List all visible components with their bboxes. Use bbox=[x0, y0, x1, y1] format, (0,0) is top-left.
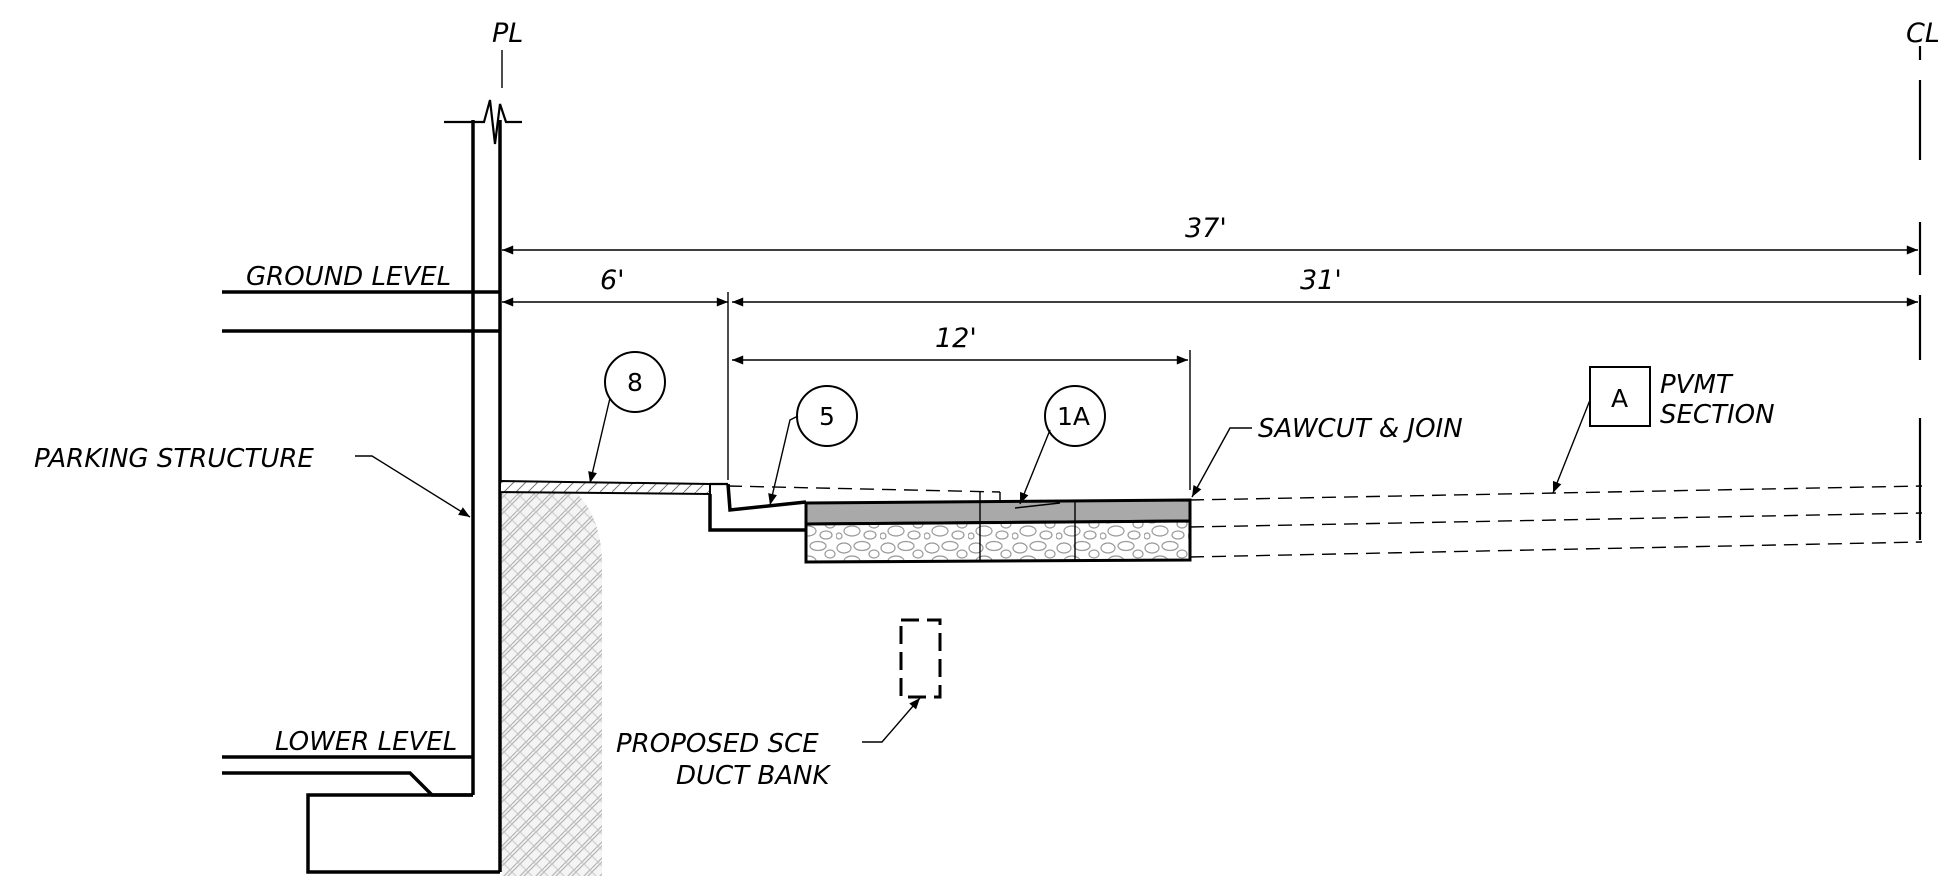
dimension-6-label: 6' bbox=[600, 265, 625, 296]
dimension-31: 31' bbox=[732, 265, 1919, 307]
section-a-callout: A bbox=[1552, 366, 1651, 494]
dimension-37-label: 37' bbox=[1185, 213, 1227, 244]
parking-structure-wall bbox=[471, 120, 502, 872]
centerline-marker: CL bbox=[1906, 18, 1938, 540]
sidewalk bbox=[499, 479, 728, 496]
dimension-12-label: 12' bbox=[935, 323, 977, 354]
centerline-symbol: CL bbox=[1906, 18, 1938, 49]
parking-structure-label: PARKING STRUCTURE bbox=[34, 444, 314, 474]
aggregate-base-layer bbox=[804, 519, 1192, 564]
pvmt-section-label-line1: PVMT bbox=[1660, 370, 1734, 400]
dimension-31-label: 31' bbox=[1300, 265, 1342, 296]
dimension-12: 12' bbox=[732, 323, 1191, 490]
dimension-37: 37' bbox=[502, 213, 1919, 255]
existing-grade-lines bbox=[727, 485, 1923, 558]
sawcut-label: SAWCUT & JOIN bbox=[1258, 414, 1463, 444]
property-line-symbol: PL bbox=[492, 18, 523, 49]
callout-8: 8 bbox=[588, 351, 666, 484]
callout-8-label: 8 bbox=[627, 368, 643, 397]
ground-level-slab bbox=[222, 290, 500, 333]
callout-1a-label: 1A bbox=[1057, 402, 1090, 431]
callout-1a: 1A bbox=[1019, 385, 1106, 505]
lower-level-slab bbox=[222, 755, 500, 874]
ground-level-label: GROUND LEVEL bbox=[246, 262, 451, 292]
duct-bank-outline bbox=[899, 618, 942, 699]
callout-5-label: 5 bbox=[819, 402, 835, 431]
property-line-marker: PL bbox=[444, 18, 523, 145]
duct-bank-label-line1: PROPOSED SCE bbox=[616, 729, 819, 759]
curb-and-gutter bbox=[708, 483, 807, 532]
duct-bank-label-line2: DUCT BANK bbox=[676, 761, 831, 791]
dimension-6: 6' bbox=[502, 265, 729, 480]
lower-level-label: LOWER LEVEL bbox=[275, 727, 457, 757]
earth-backfill bbox=[502, 488, 602, 876]
pvmt-section-label-line2: SECTION bbox=[1660, 400, 1775, 430]
duct-bank-leader: PROPOSED SCE DUCT BANK bbox=[616, 697, 921, 791]
pavement-section bbox=[804, 492, 1192, 564]
sawcut-leader: SAWCUT & JOIN bbox=[1191, 414, 1463, 498]
parking-structure-leader: PARKING STRUCTURE bbox=[34, 444, 471, 518]
callout-5: 5 bbox=[768, 385, 858, 506]
section-a-label: A bbox=[1611, 384, 1628, 413]
